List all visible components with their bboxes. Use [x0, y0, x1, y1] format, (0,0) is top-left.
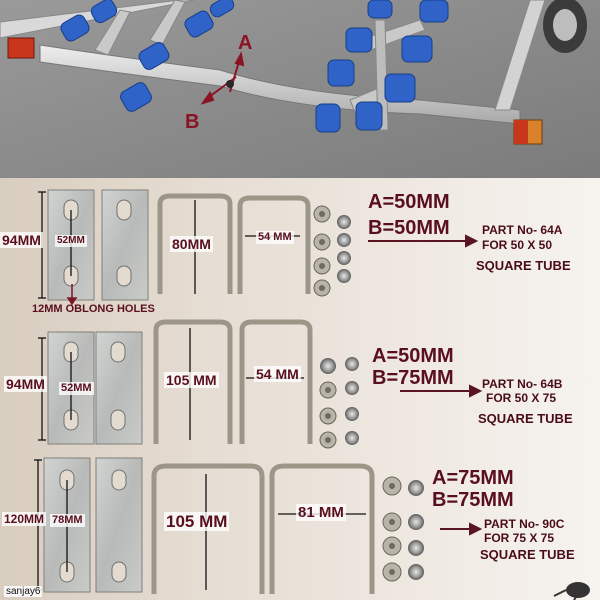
label-b: B [185, 111, 200, 133]
kit2-bolt-height: 105 MM [164, 372, 219, 388]
trailer-illustration [0, 0, 600, 178]
kit1-spec-a: A=50MM [368, 191, 450, 213]
kiwi-bird-icon [553, 582, 590, 600]
kit2-bolt-width: 54 MM [254, 366, 301, 382]
kit3-hardware [382, 476, 424, 582]
kit1-plate-height: 94MM [0, 232, 43, 248]
kit2-spec-a: A=50MM [372, 345, 454, 367]
kit3-bolt-width: 81 MM [296, 504, 346, 521]
kit3-part-type: SQUARE TUBE [480, 547, 575, 562]
kit3-plate-height: 120MM [2, 512, 47, 526]
kit2-hole-spacing: 52MM [59, 382, 94, 395]
kit1-part-number: PART No- 64A [482, 223, 563, 237]
kit1-bolt-width: 54 MM [256, 231, 294, 244]
kit2-part-size: FOR 50 X 75 [486, 391, 557, 405]
parts-panel: 94MM 52MM 80MM 54 MM A=50MM B=50MM PART … [0, 178, 600, 600]
kit1-part-type: SQUARE TUBE [476, 258, 571, 273]
label-a: A [238, 32, 253, 54]
kit3-spec-b: B=75MM [432, 489, 514, 511]
kit3-spec-a: A=75MM [432, 467, 514, 489]
kit1-hardware [313, 205, 351, 297]
kit3-bolt-height: 105 MM [164, 512, 230, 531]
kit1-ubolts [157, 193, 311, 294]
seller-watermark: sanjay6 [4, 586, 43, 597]
kit3-part-number: PART No- 90C [484, 517, 565, 531]
kit1-part-size: FOR 50 X 50 [482, 238, 553, 252]
trailer-photo: A B [0, 0, 600, 178]
kit1-hole-spacing: 52MM [55, 235, 87, 247]
oblong-holes-note: 12MM OBLONG HOLES [32, 303, 155, 315]
kit2-part-type: SQUARE TUBE [478, 411, 573, 426]
hole-note-arrow [66, 284, 78, 306]
kit1-bolt-height: 80MM [170, 236, 213, 252]
kit2-plate-height: 94MM [4, 376, 47, 392]
kit3-hole-spacing: 78MM [50, 514, 85, 527]
kit2-ubolts [153, 319, 313, 444]
kit2-spec-b: B=75MM [372, 367, 454, 389]
kit3-ubolts [151, 463, 375, 594]
kit3-part-size: FOR 75 X 75 [484, 531, 555, 545]
kit1-spec-b: B=50MM [368, 217, 450, 239]
kit2-hardware [319, 357, 359, 449]
kit2-part-number: PART No- 64B [482, 377, 563, 391]
kit3-pointer-arrow [440, 522, 483, 536]
kit1-pointer-arrow [368, 234, 479, 248]
kit2-pointer-arrow [400, 384, 483, 398]
